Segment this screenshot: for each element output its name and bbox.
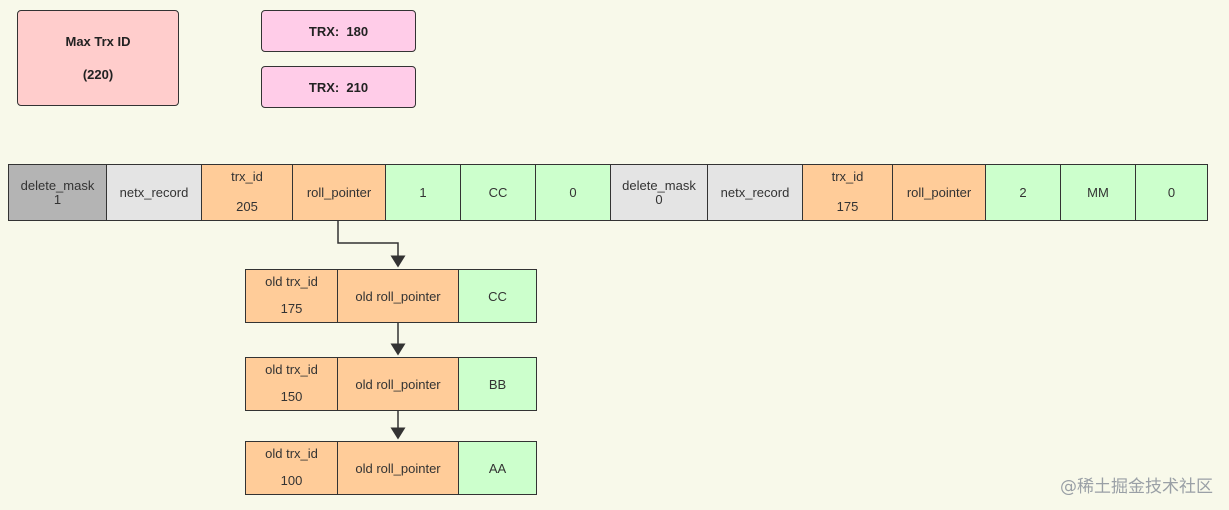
- cell-value: 205: [236, 199, 258, 214]
- cell-label: roll_pointer: [906, 185, 972, 200]
- cell-value: 150: [280, 389, 303, 404]
- record-cell-name-1: CC: [461, 164, 536, 221]
- cell-label: trx_id: [231, 169, 263, 184]
- record-cell-id-2: 2: [986, 164, 1061, 221]
- undo-old-roll-pointer: old roll_pointer: [338, 269, 459, 323]
- cell-label: old roll_pointer: [355, 376, 441, 392]
- cell-value: BB: [488, 376, 507, 392]
- record-cell-netx-record-2: netx_record: [708, 164, 803, 221]
- max-trx-id-value: (220): [82, 67, 114, 82]
- cell-label: old roll_pointer: [355, 288, 441, 304]
- cell-label: roll_pointer: [306, 185, 372, 200]
- cell-value: 1: [53, 191, 62, 207]
- undo-value: CC: [459, 269, 537, 323]
- record-cell-id-1: 1: [386, 164, 461, 221]
- cell-value: CC: [488, 185, 508, 200]
- watermark: @稀土掘金技术社区: [1060, 477, 1213, 497]
- active-trx-label: TRX: 210: [308, 79, 369, 95]
- undo-old-roll-pointer: old roll_pointer: [338, 357, 459, 411]
- cell-label: delete_mask: [622, 177, 696, 193]
- active-trx-box-1: TRX: 180: [261, 10, 416, 52]
- cell-value: 0: [655, 191, 663, 207]
- record-cell-trx-id-1: trx_id 205: [202, 164, 293, 221]
- record-cell-flag-2: 0: [1136, 164, 1208, 221]
- undo-value: BB: [459, 357, 537, 411]
- undo-log-row-3: old trx_id 100 old roll_pointer AA: [245, 441, 537, 495]
- cell-label: old trx_id: [265, 446, 318, 461]
- cell-value: 1: [419, 185, 427, 200]
- undo-old-roll-pointer: old roll_pointer: [338, 441, 459, 495]
- active-trx-label: TRX: 180: [308, 23, 369, 39]
- record-cell-netx-record-1: netx_record: [107, 164, 202, 221]
- undo-old-trx-id: old trx_id 150: [245, 357, 338, 411]
- cell-value: 0: [1167, 185, 1176, 200]
- undo-old-trx-id: old trx_id 175: [245, 269, 338, 323]
- cell-value: AA: [488, 460, 507, 476]
- record-cell-roll-pointer-2: roll_pointer: [893, 164, 986, 221]
- cell-label: old trx_id: [265, 274, 318, 289]
- max-trx-id-box: Max Trx ID (220): [17, 10, 179, 106]
- undo-log-row-2: old trx_id 150 old roll_pointer BB: [245, 357, 537, 411]
- undo-log-row-1: old trx_id 175 old roll_pointer CC: [245, 269, 537, 323]
- cell-value: 175: [836, 199, 859, 214]
- record-row: delete_mask 1 netx_record trx_id 205 rol…: [8, 164, 1208, 221]
- record-cell-roll-pointer-1: roll_pointer: [293, 164, 386, 221]
- cell-label: delete_mask: [20, 177, 95, 193]
- record-cell-delete-mask-1: delete_mask 1: [8, 164, 107, 221]
- undo-value: AA: [459, 441, 537, 495]
- cell-label: trx_id: [831, 169, 864, 184]
- roll-pointer-arrow: [337, 221, 406, 268]
- record-cell-flag-1: 0: [536, 164, 611, 221]
- cell-value: MM: [1087, 185, 1109, 200]
- cell-value: 100: [280, 473, 303, 488]
- cell-value: CC: [488, 288, 507, 304]
- cell-label: netx_record: [119, 185, 189, 200]
- cell-value: 175: [280, 301, 303, 316]
- undo-old-trx-id: old trx_id 100: [245, 441, 338, 495]
- record-cell-name-2: MM: [1061, 164, 1136, 221]
- cell-label: netx_record: [720, 185, 790, 200]
- cell-label: old roll_pointer: [355, 460, 441, 476]
- record-cell-trx-id-2: trx_id 175: [803, 164, 893, 221]
- active-trx-box-2: TRX: 210: [261, 66, 416, 108]
- max-trx-id-title: Max Trx ID: [65, 34, 131, 49]
- cell-label: old trx_id: [265, 362, 318, 377]
- record-cell-delete-mask-2: delete_mask 0: [611, 164, 708, 221]
- cell-value: 0: [569, 185, 577, 200]
- cell-value: 2: [1019, 185, 1027, 200]
